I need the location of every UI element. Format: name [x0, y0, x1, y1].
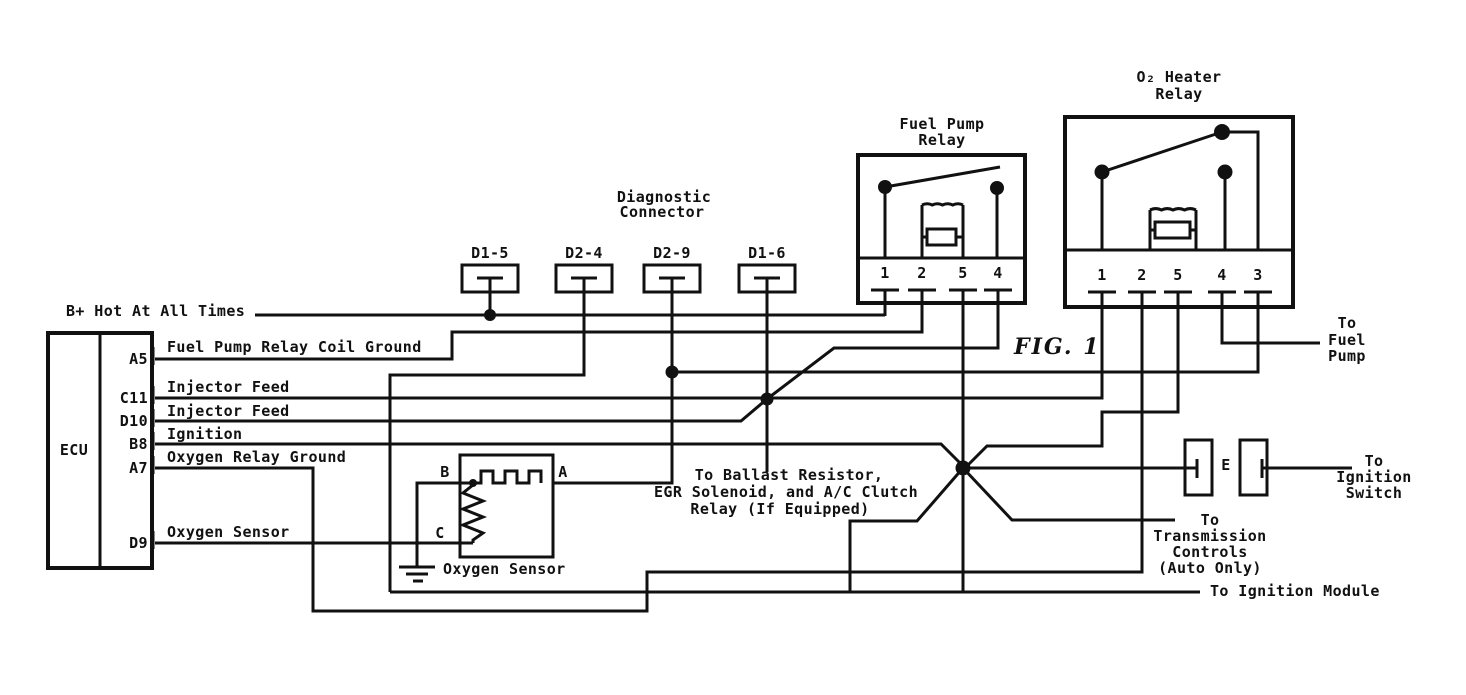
- fuel-relay-pin-5: 5: [958, 264, 968, 282]
- signal-injector-feed-2: Injector Feed: [167, 402, 290, 420]
- wire-junction-to-fuel-relay-pin4: [766, 290, 1000, 401]
- fuel-pump-relay-box: [856, 153, 1027, 305]
- dest-fuel-pump-3: Pump: [1328, 347, 1366, 365]
- fuel-relay-pin-4: 4: [993, 264, 1003, 282]
- o2-relay-switch-arm: [1101, 130, 1223, 174]
- fuel-relay-coil: [921, 202, 964, 207]
- sensor-terminal-b: B: [440, 463, 450, 481]
- ecu-pin-d10: D10: [119, 412, 148, 430]
- signal-fuel-pump-relay-coil-ground: Fuel Pump Relay Coil Ground: [167, 338, 422, 356]
- wire-b8-ignition: [155, 442, 965, 468]
- o2-relay-coil: [1149, 207, 1197, 212]
- oxygen-sensor-box: [458, 453, 555, 559]
- fuel-relay-resistor: [925, 227, 958, 247]
- o2-relay-pin-1: 1: [1097, 266, 1107, 284]
- fuel-relay-switch-arm: [884, 165, 1001, 189]
- signal-injector-feed-1: Injector Feed: [167, 378, 290, 396]
- junction-dot-d2-9: [665, 365, 679, 379]
- wire-a5-coil-ground: [155, 290, 924, 361]
- dest-ballast-2: EGR Solenoid, and A/C Clutch: [653, 483, 919, 501]
- ground-symbol: [399, 565, 435, 583]
- dest-fuel-pump-1: To: [1337, 314, 1357, 332]
- o2-heater-relay-title-1: O₂ Heater: [1136, 68, 1222, 86]
- fuel-pump-relay-title-1: Fuel Pump: [899, 115, 985, 133]
- diag-terminal-d1-5: D1-5: [471, 244, 509, 262]
- dest-transmission-1: To: [1200, 511, 1220, 529]
- wire-d2-9-to-o2-pin3: [672, 292, 1260, 374]
- dest-fuel-pump-2: Fuel: [1328, 331, 1366, 349]
- wire-d10-injector-feed: [155, 397, 768, 423]
- o2-relay-pin-5: 5: [1173, 266, 1183, 284]
- o2-relay-top-contact: [1214, 124, 1230, 140]
- dest-transmission-4: (Auto Only): [1158, 559, 1262, 577]
- o2-heater-relay-title-2: Relay: [1155, 85, 1203, 103]
- o2-relay-resistor: [1153, 220, 1192, 240]
- oxygen-sensor-label: Oxygen Sensor: [443, 560, 566, 578]
- ecu-pin-d9: D9: [129, 534, 148, 552]
- dest-transmission-2: Transmission: [1153, 527, 1267, 545]
- wire-a7-oxygen-relay-ground: [155, 292, 1144, 613]
- sensor-terminal-a: A: [558, 463, 568, 481]
- wire-d2-4-route: [388, 292, 586, 592]
- signal-oxygen-relay-ground: Oxygen Relay Ground: [167, 448, 347, 466]
- wire-sensor-b-to-ground: [415, 481, 473, 566]
- ecu-label: ECU: [59, 441, 89, 459]
- dest-ignition-switch-2: Ignition: [1336, 468, 1412, 486]
- fuel-relay-pin-1: 1: [880, 264, 890, 282]
- diag-terminal-d2-9: D2-9: [653, 244, 691, 262]
- junction-dot-bplus-d1-5: [484, 309, 496, 321]
- sensor-heater-element: [473, 469, 543, 485]
- o2-relay-pin-2: 2: [1137, 266, 1147, 284]
- wire-d2-9-to-sensor-a: [553, 292, 674, 485]
- dest-ignition-switch-1: To: [1364, 452, 1384, 470]
- junction-dot-x-hub: [955, 460, 971, 476]
- wire-x-to-transmission: [961, 466, 1175, 522]
- o2-relay-contact-posts: [1100, 172, 1227, 250]
- dest-ballast-3: Relay (If Equipped): [690, 500, 870, 518]
- fuel-relay-pin-2: 2: [917, 264, 927, 282]
- e-connector-pins: [1195, 459, 1264, 478]
- ecu-pin-b8: B8: [129, 435, 148, 453]
- signal-oxygen-sensor: Oxygen Sensor: [167, 523, 290, 541]
- ecu-pin-a5: A5: [129, 350, 148, 368]
- sensor-terminal-c: C: [435, 524, 445, 542]
- sensor-resistor-zigzag: [458, 483, 488, 543]
- o2-relay-pin-4: 4: [1217, 266, 1227, 284]
- o2-relay-pin-3: 3: [1253, 266, 1263, 284]
- diag-terminal-d1-6: D1-6: [748, 244, 786, 262]
- wire-o2-pin4-to-fuel-pump: [1220, 292, 1320, 345]
- o2-relay-left-contact: [1094, 164, 1110, 180]
- fuel-relay-right-contact: [990, 181, 1004, 195]
- junction-dot-injector-feed: [760, 392, 774, 406]
- diag-terminal-pins: [477, 276, 780, 292]
- wire-c11-injector-feed: [155, 292, 1104, 400]
- wire-x-to-o2-pin5: [961, 292, 1180, 472]
- dest-ignition-module: To Ignition Module: [1210, 582, 1380, 600]
- ecu-pin-c11: C11: [119, 389, 148, 407]
- signal-ignition: Ignition: [167, 425, 243, 443]
- dest-transmission-3: Controls: [1172, 543, 1248, 561]
- ecu-pin-a7: A7: [129, 459, 148, 477]
- fuel-pump-relay-title-2: Relay: [918, 131, 966, 149]
- fuel-relay-coil-sides: [920, 205, 965, 258]
- dest-ignition-switch-3: Switch: [1345, 484, 1403, 502]
- diagnostic-connector-title-1: Diagnostic: [616, 188, 712, 206]
- diagnostic-connector-title-2: Connector: [619, 203, 705, 221]
- sensor-node-dot: [469, 479, 477, 487]
- diag-terminal-d2-4: D2-4: [565, 244, 603, 262]
- b-plus-label: B+ Hot At All Times: [66, 302, 246, 320]
- fuel-relay-contact-posts: [883, 187, 999, 258]
- wire-x-southwest-branch: [848, 467, 965, 592]
- figure-title: FIG. 1: [1014, 334, 1101, 360]
- o2-relay-mid-contact: [1217, 164, 1233, 180]
- dest-ballast-1: To Ballast Resistor,: [694, 466, 884, 484]
- fuel-relay-left-contact: [878, 180, 892, 194]
- e-connector-label: E: [1221, 456, 1231, 474]
- o2-relay-arm-link: [1222, 130, 1260, 250]
